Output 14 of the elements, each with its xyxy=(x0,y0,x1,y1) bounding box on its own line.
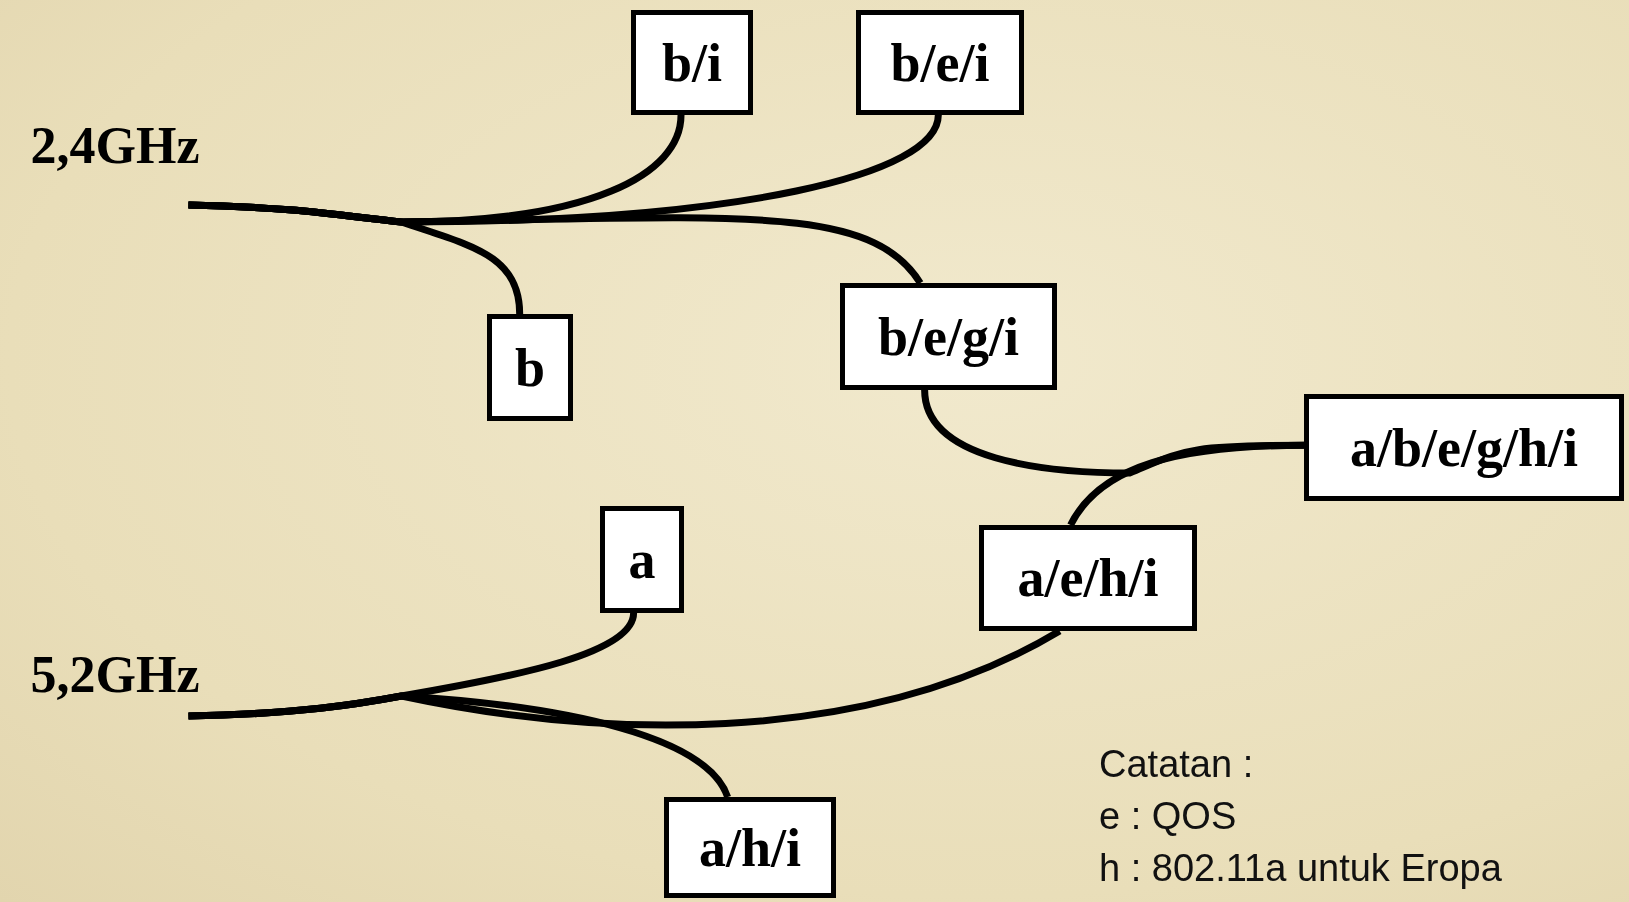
standard-box: a/h/i xyxy=(664,797,836,898)
standard-box: b/e/g/i xyxy=(840,283,1057,390)
standard-box: b xyxy=(487,314,573,421)
note-text: Catatan : xyxy=(1099,742,1255,787)
frequency-label: 2,4GHz xyxy=(10,120,220,205)
connector-line xyxy=(1067,441,1305,527)
frequency-label: 5,2GHz xyxy=(10,649,220,716)
standard-box: a/b/e/g/h/i xyxy=(1304,394,1624,501)
note-text: h : 802.11a untuk Eropa xyxy=(1099,846,1502,891)
standard-box: b/i xyxy=(631,10,753,115)
note-text: e : QOS xyxy=(1099,794,1238,839)
standard-box: a/e/h/i xyxy=(979,525,1197,631)
standard-box: a xyxy=(600,506,684,613)
standard-box: b/e/i xyxy=(856,10,1024,115)
